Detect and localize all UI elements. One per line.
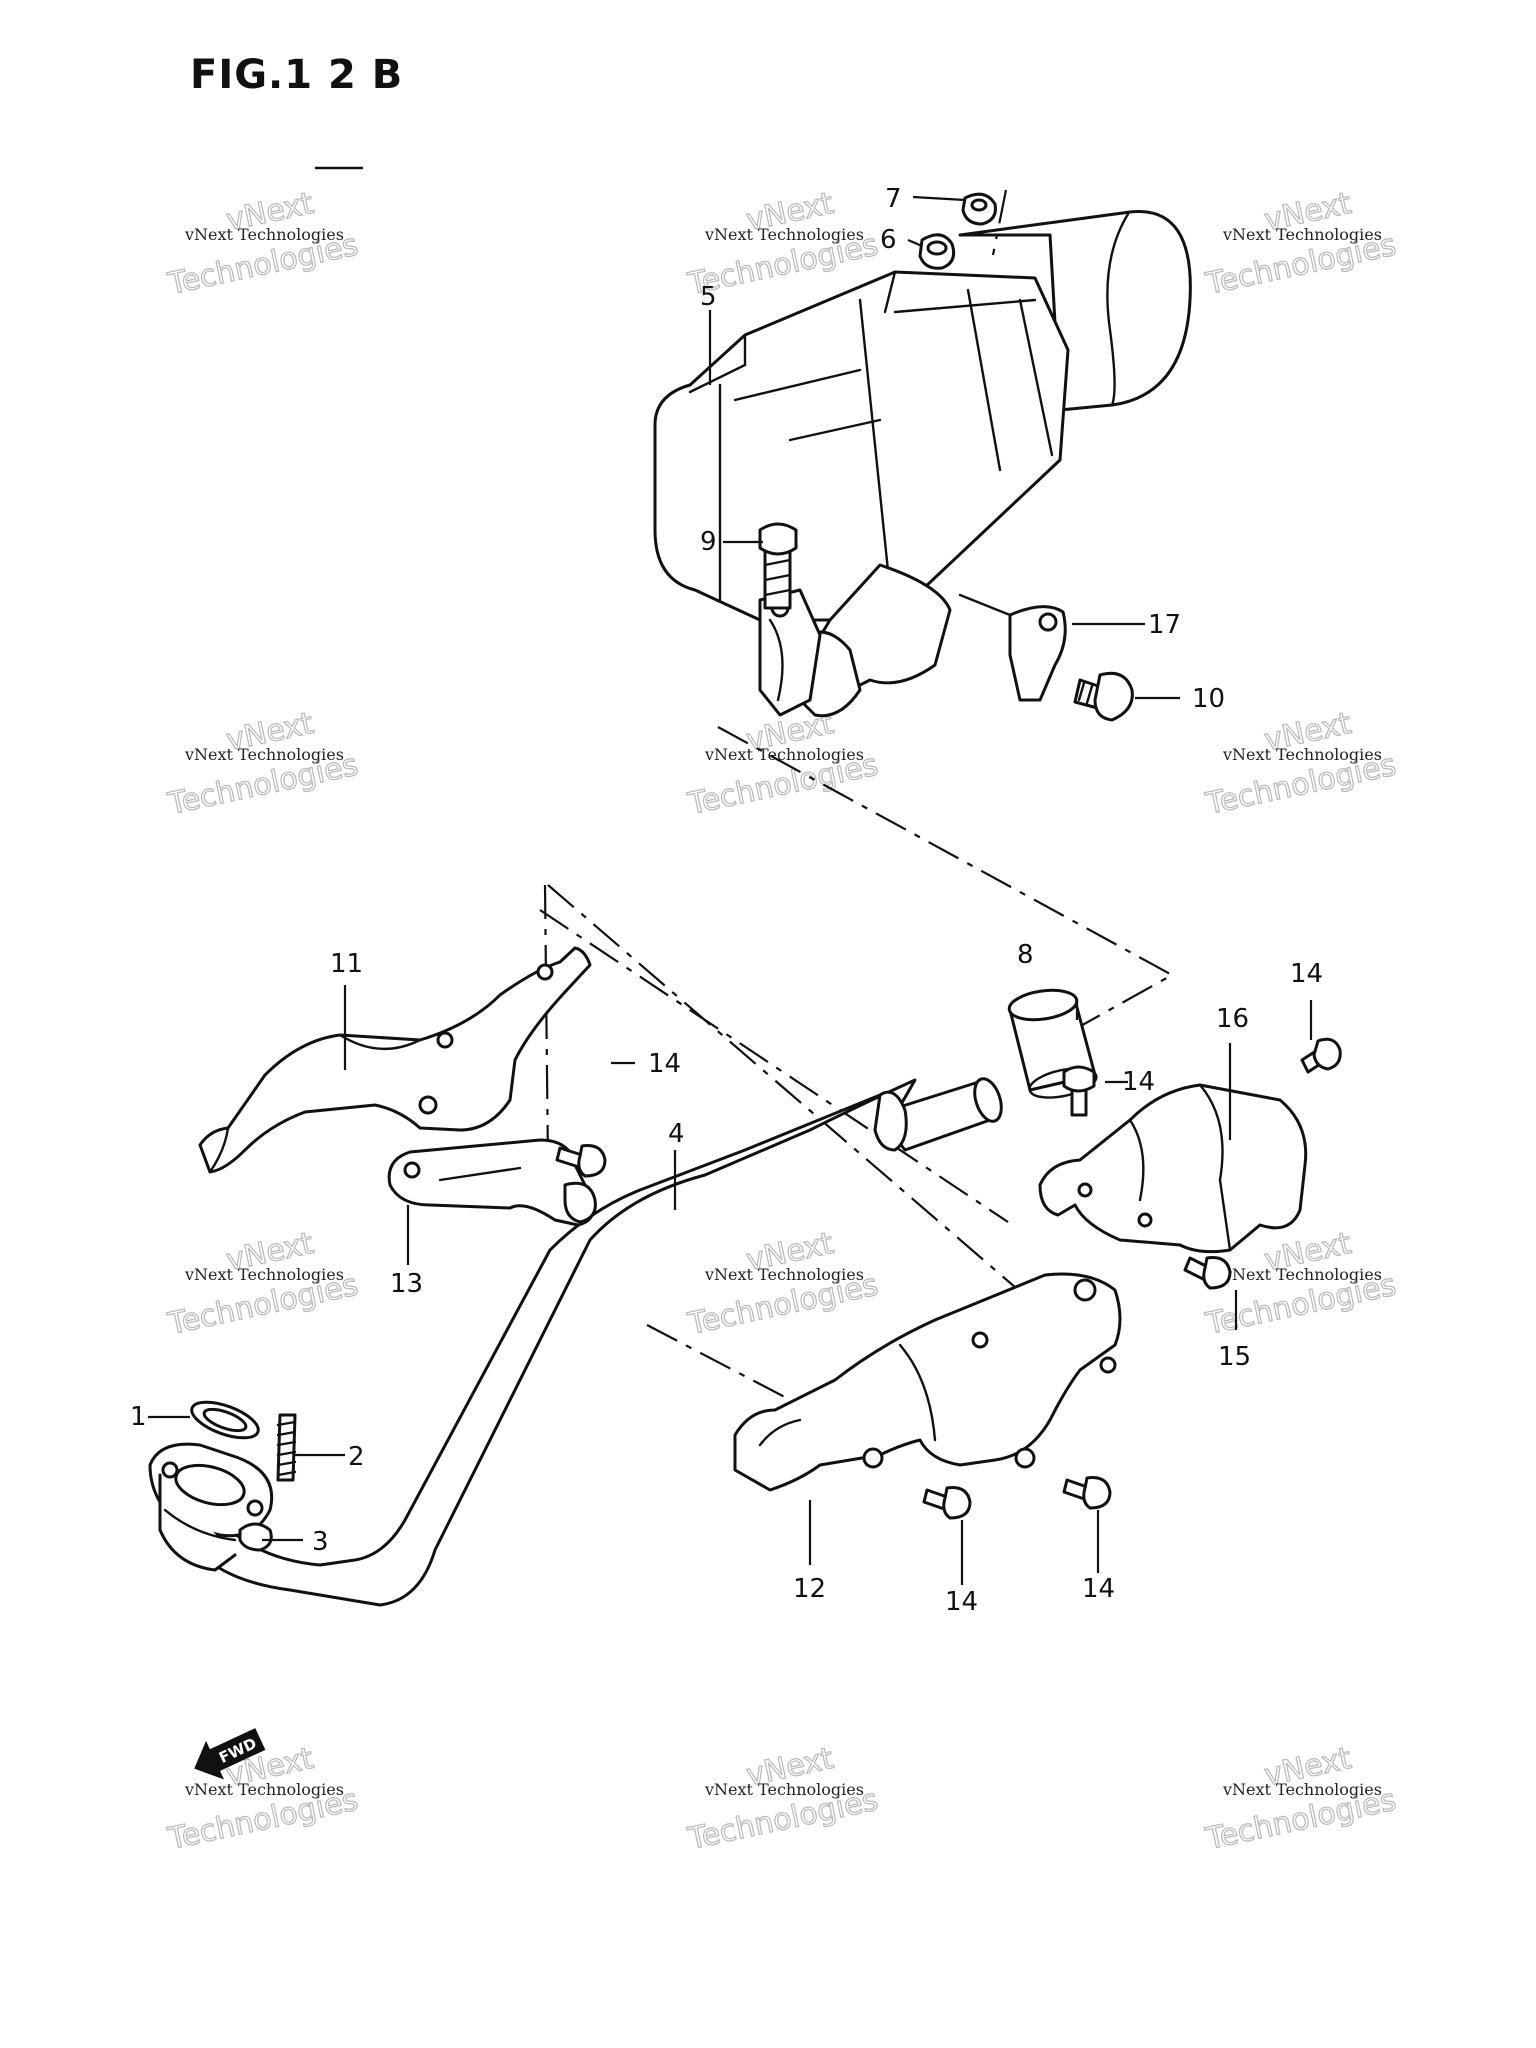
nut-part-3 [238,1522,273,1552]
muffler-part-5 [653,210,1192,622]
watermark-mid-left: Technologies vNext vNext Technologies [164,705,362,822]
watermark-lower-left: Technologies vNext vNext Technologies [164,1225,362,1342]
callout-15: 15 [1218,1342,1251,1372]
bolt-part-9 [758,522,798,610]
callout-6: 6 [880,225,897,255]
callout-1: 1 [130,1402,147,1432]
watermark-small-text: vNext Technologies [1222,745,1382,764]
heat-shield-part-11 [198,946,592,1174]
watermark-top-left: Technologies vNext vNext Technologies [164,185,362,302]
callout-16: 16 [1216,1004,1249,1034]
assembly-dash-lines [539,189,1175,1406]
callout-10: 10 [1192,684,1225,714]
callout-14-e: 14 [1082,1574,1115,1604]
callout-14-a: 14 [1290,959,1323,989]
callout-labels: 7 6 5 9 17 10 8 14 16 11 14 14 4 13 15 1… [130,184,1323,1617]
bolt-part-14-d [922,1486,972,1520]
bolt-part-10 [1073,671,1134,722]
watermark-small-text: vNext Technologies [1222,1265,1382,1284]
bolt-part-15 [1183,1256,1232,1290]
watermark-bottom-right: Technologies vNext vNext Technologies [1202,1740,1400,1857]
callout-7: 7 [885,184,902,214]
watermark-small-text: vNext Technologies [184,1265,344,1284]
callout-13: 13 [390,1269,423,1299]
exhaust-flange [148,1442,274,1572]
grommet-part-7 [961,192,997,226]
callout-8: 8 [1017,940,1034,970]
watermark-bottom-left: Technologies vNext vNext Technologies [164,1740,362,1857]
watermark-bottom-center: Technologies vNext vNext Technologies [684,1740,882,1857]
gasket-part-1 [190,1400,260,1440]
callout-12: 12 [793,1574,826,1604]
callout-2: 2 [348,1442,365,1472]
watermark-small-text: vNext Technologies [184,225,344,244]
callout-11: 11 [330,949,363,979]
callout-3: 3 [312,1527,329,1557]
callout-14-c: 14 [1122,1067,1155,1097]
figure-title: FIG.1 2 B [190,52,403,98]
heat-shield-part-12 [733,1272,1122,1492]
callout-9: 9 [700,527,717,557]
watermark-small-text: vNext Technologies [184,1780,344,1799]
muffler-inlet-pipe [758,563,952,718]
watermark-small-text: vNext Technologies [1222,1780,1382,1799]
bracket-part-13 [387,1138,597,1227]
heat-shield-part-16 [1038,1083,1308,1254]
watermark-small-text: vNext Technologies [704,1265,864,1284]
watermark-mid-right: Technologies vNext vNext Technologies [1202,705,1400,822]
watermark-small-text: vNext Technologies [704,1780,864,1799]
callout-17: 17 [1148,610,1181,640]
callout-14-d: 14 [945,1587,978,1617]
watermark-small-text: vNext Technologies [1222,225,1382,244]
stud-part-2 [276,1413,297,1482]
watermark-lower-center: Technologies vNext vNext Technologies [684,1225,882,1342]
bolt-part-14-b [1300,1037,1342,1074]
watermark-top-right: Technologies vNext vNext Technologies [1202,185,1400,302]
callout-5: 5 [700,282,717,312]
bolt-part-14-e [1062,1476,1112,1510]
bolt-part-14-a [555,1144,607,1178]
watermark-small-text: vNext Technologies [704,745,864,764]
callout-4: 4 [668,1119,685,1149]
bolt-part-14-c [1062,1065,1096,1117]
leader-lines [148,195,1313,1585]
bracket-part-17 [958,593,1067,702]
grommet-part-6 [918,233,956,270]
watermark-small-text: vNext Technologies [184,745,344,764]
watermark-mid-center: Technologies vNext vNext Technologies [684,705,882,822]
watermark-small-text: vNext Technologies [704,225,864,244]
callout-14-b: 14 [648,1049,681,1079]
